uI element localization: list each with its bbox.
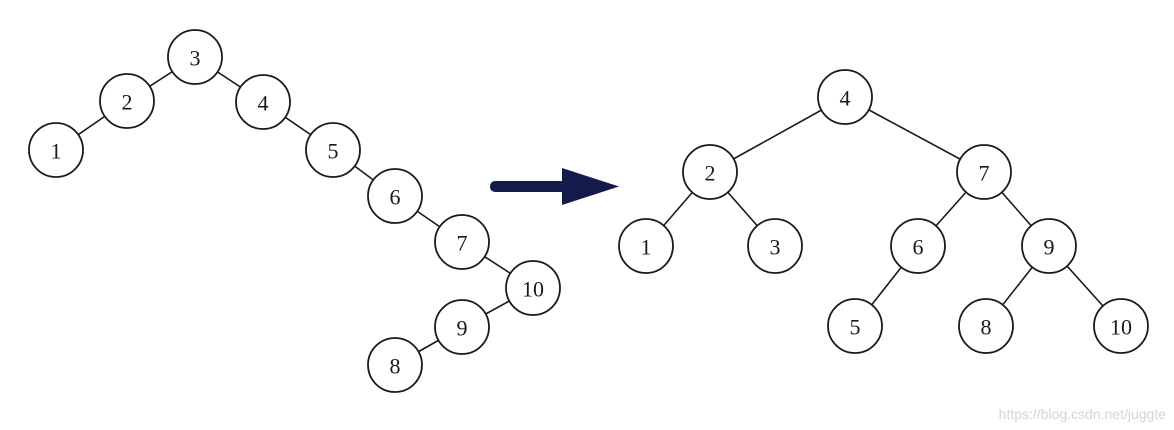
before-tree-node-2: 2: [99, 73, 155, 129]
before-tree-node-label: 2: [122, 90, 133, 115]
after-tree-node-circle: [890, 218, 946, 274]
before-tree-node-5: 5: [305, 122, 361, 178]
before-tree-node-label: 10: [522, 277, 544, 302]
after-tree-node-1: 1: [618, 218, 674, 274]
transform-arrow: [490, 168, 619, 205]
after-tree-node-7: 7: [956, 144, 1012, 200]
before-tree-node-circle: [305, 122, 361, 178]
after-tree-node-label: 8: [981, 315, 992, 340]
before-tree-node-circle: [367, 337, 423, 393]
before-tree-node-label: 6: [390, 185, 401, 210]
before-tree-node-label: 4: [258, 91, 269, 116]
before-tree-node-1: 1: [28, 122, 84, 178]
after-tree-node-label: 2: [705, 161, 716, 186]
before-tree-node-7: 7: [434, 214, 490, 270]
nodes-layer: 1 2 3 4 5 6 7 10 9 8 4 2 7 1 3 6 9 5 8 10: [28, 29, 1149, 393]
before-tree-node-circle: [235, 74, 291, 130]
after-tree-node-circle: [956, 144, 1012, 200]
before-tree-node-9: 9: [434, 299, 490, 355]
before-tree-node-circle: [434, 299, 490, 355]
after-tree-node-label: 1: [641, 235, 652, 260]
before-tree-node-4: 4: [235, 74, 291, 130]
after-tree-node-circle: [1021, 218, 1077, 274]
arrow-head: [562, 168, 619, 205]
before-tree-node-10: 10: [505, 260, 561, 316]
before-tree-node-circle: [367, 168, 423, 224]
after-tree-node-2: 2: [682, 144, 738, 200]
after-tree-node-8: 8: [958, 298, 1014, 354]
before-tree-node-circle: [28, 122, 84, 178]
after-tree-node-circle: [817, 69, 873, 125]
before-tree-node-circle: [505, 260, 561, 316]
after-tree-node-label: 7: [979, 161, 990, 186]
after-tree-node-3: 3: [747, 218, 803, 274]
before-tree-node-label: 7: [457, 231, 468, 256]
after-tree-node-4: 4: [817, 69, 873, 125]
after-tree-node-circle: [958, 298, 1014, 354]
after-tree-node-circle: [747, 218, 803, 274]
before-tree-node-6: 6: [367, 168, 423, 224]
after-tree-node-circle: [682, 144, 738, 200]
after-tree-node-circle: [1093, 298, 1149, 354]
before-tree-node-circle: [99, 73, 155, 129]
before-tree-node-circle: [434, 214, 490, 270]
before-tree-node-label: 3: [190, 46, 201, 71]
after-tree-node-label: 6: [913, 235, 924, 260]
after-tree-node-circle: [827, 298, 883, 354]
after-tree-node-label: 4: [840, 86, 851, 111]
watermark-text: https://blog.csdn.net/juggte: [998, 406, 1166, 422]
before-tree-node-circle: [167, 29, 223, 85]
after-tree-node-label: 9: [1044, 235, 1055, 260]
after-tree-node-6: 6: [890, 218, 946, 274]
arrow-shaft: [490, 181, 566, 192]
after-tree-node-10: 10: [1093, 298, 1149, 354]
after-tree-node-label: 10: [1110, 315, 1132, 340]
before-tree-node-3: 3: [167, 29, 223, 85]
before-tree-node-label: 5: [328, 139, 339, 164]
before-tree-node-label: 9: [457, 316, 468, 341]
after-tree-node-label: 3: [770, 235, 781, 260]
after-tree-node-9: 9: [1021, 218, 1077, 274]
before-tree-node-8: 8: [367, 337, 423, 393]
after-tree-node-circle: [618, 218, 674, 274]
before-tree-node-label: 1: [51, 139, 62, 164]
after-tree-node-5: 5: [827, 298, 883, 354]
after-tree-node-label: 5: [850, 315, 861, 340]
before-tree-node-label: 8: [390, 354, 401, 379]
